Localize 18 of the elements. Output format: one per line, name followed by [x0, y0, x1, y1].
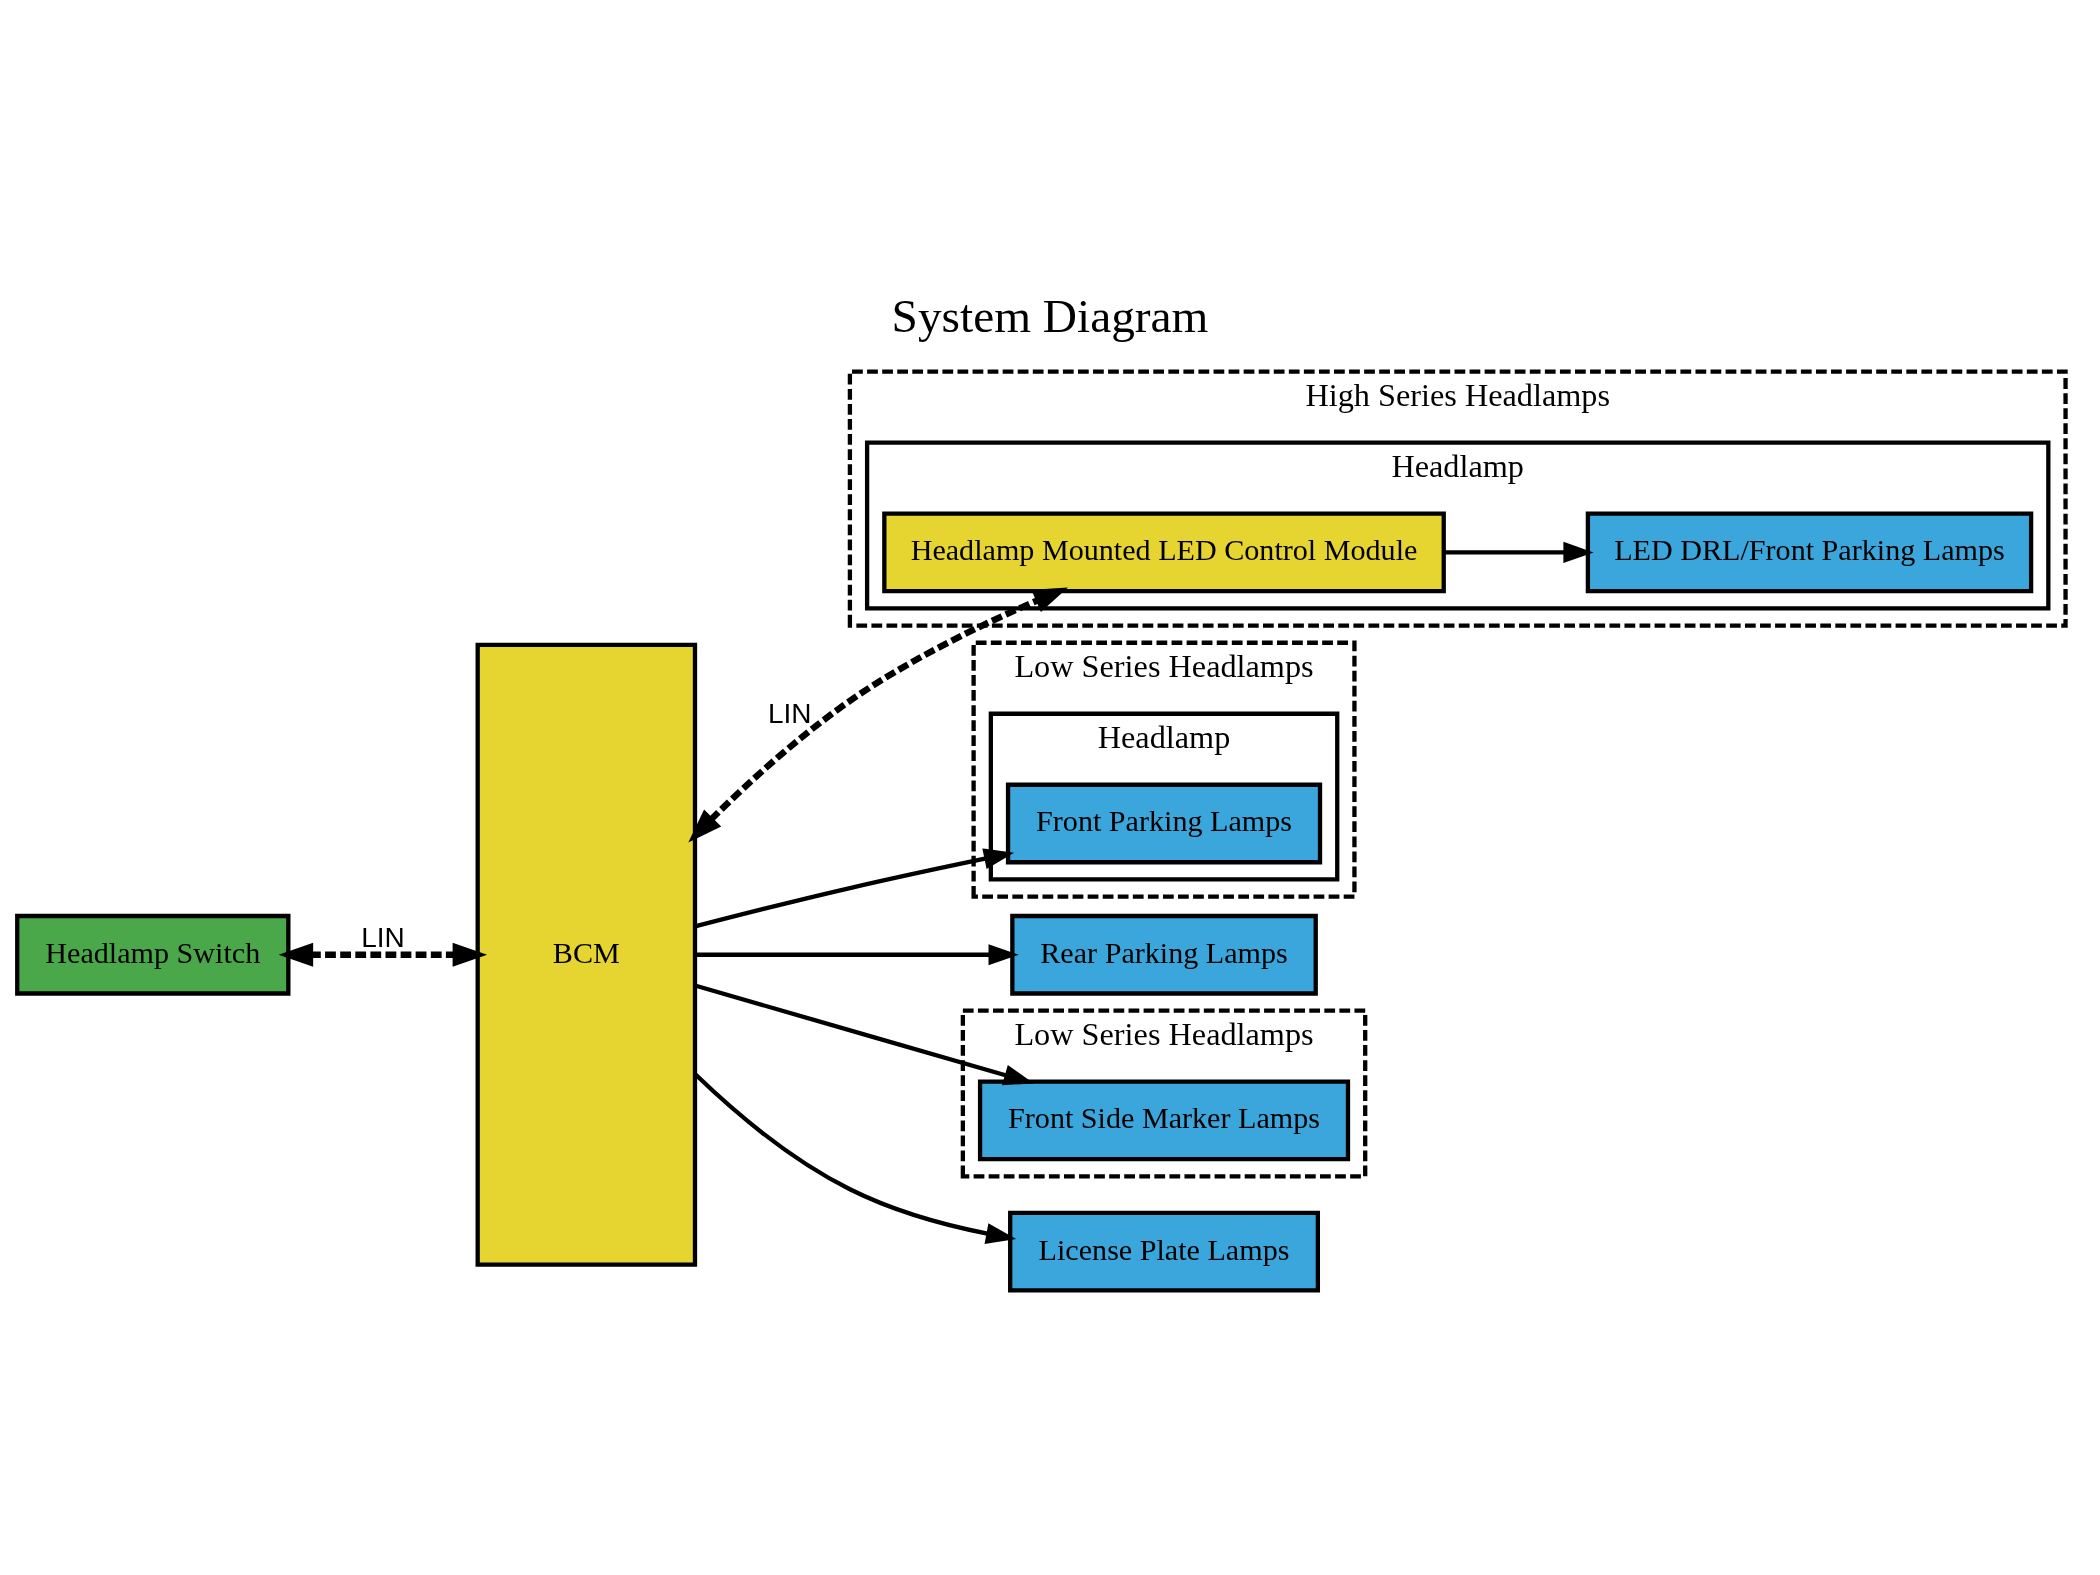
- node-box: Headlamp Mounted LED Control Module: [882, 511, 1446, 593]
- diagram-title: System Diagram: [891, 289, 1209, 342]
- arrow: [694, 847, 1015, 928]
- arrow: [1444, 541, 1594, 563]
- node-box: BCM: [475, 642, 698, 1267]
- node-box: Front Side Marker Lamps: [977, 1079, 1351, 1161]
- arrow: [694, 1072, 1017, 1244]
- arrow: [688, 587, 1068, 842]
- edge-label: LIN: [767, 697, 812, 729]
- arrow: [694, 982, 1034, 1085]
- arrow: [278, 942, 488, 967]
- arrow: [695, 943, 1019, 965]
- node-box: Front Parking Lamps: [1005, 782, 1323, 864]
- node-box: Headlamp Switch: [15, 913, 291, 996]
- node-box: LED DRL/Front Parking Lamps: [1585, 511, 2034, 593]
- node-box: Rear Parking Lamps: [1010, 913, 1318, 996]
- node-box: License Plate Lamps: [1008, 1210, 1320, 1293]
- edge-label: LIN: [361, 921, 405, 953]
